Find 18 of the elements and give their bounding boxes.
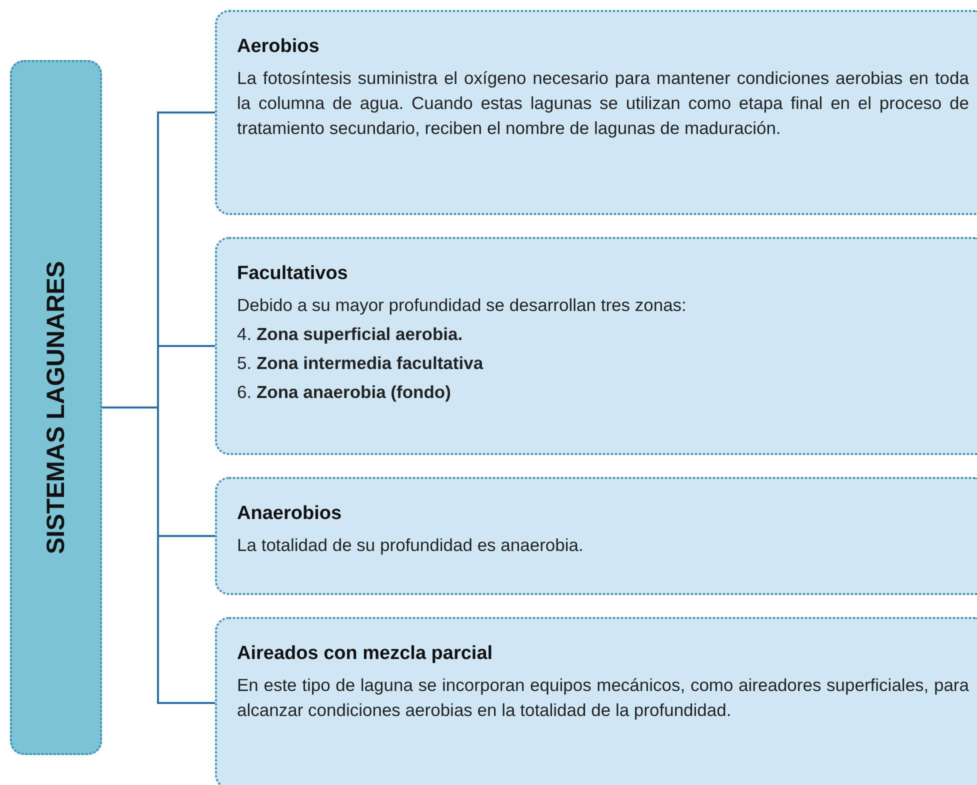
category-box (215, 477, 977, 595)
description-text: La fotosíntesis suministra el oxígeno necesario para mantener condiciones aerobias en toda la columna de agua. Cuando estas lagunas se utilizan como etapa final en el proceso de tratamiento secundario, reciben el nombre de lagunas de maduración. (237, 67, 969, 140)
category-heading: Facultativos (237, 263, 349, 285)
list-item: 5. Zona intermedia facultativa (237, 352, 484, 375)
list-item: 4. Zona superficial aerobia. (237, 323, 464, 346)
category-heading: Aerobios (237, 36, 320, 58)
category-box (215, 237, 977, 455)
title-box (10, 60, 102, 755)
category-box (215, 10, 977, 215)
description-text: En este tipo de laguna se incorporan equipos mecánicos, como aireadores superficiales, para alcanzar condiciones aerobias en la totalidad de la profundidad. (237, 674, 969, 722)
category-box (215, 617, 977, 785)
connector-line (102, 406, 215, 704)
vertical-title: SISTEMAS LAGUNARES (42, 260, 70, 554)
list-item: 6. Zona anaerobia (fondo) (237, 381, 452, 404)
category-heading: Anaerobios (237, 503, 343, 525)
description-text: Debido a su mayor profundidad se desarrollan tres zonas: (237, 294, 688, 317)
description-text: La totalidad de su profundidad es anaerobia. (237, 534, 584, 557)
category-heading: Aireados con mezcla parcial (237, 643, 494, 665)
